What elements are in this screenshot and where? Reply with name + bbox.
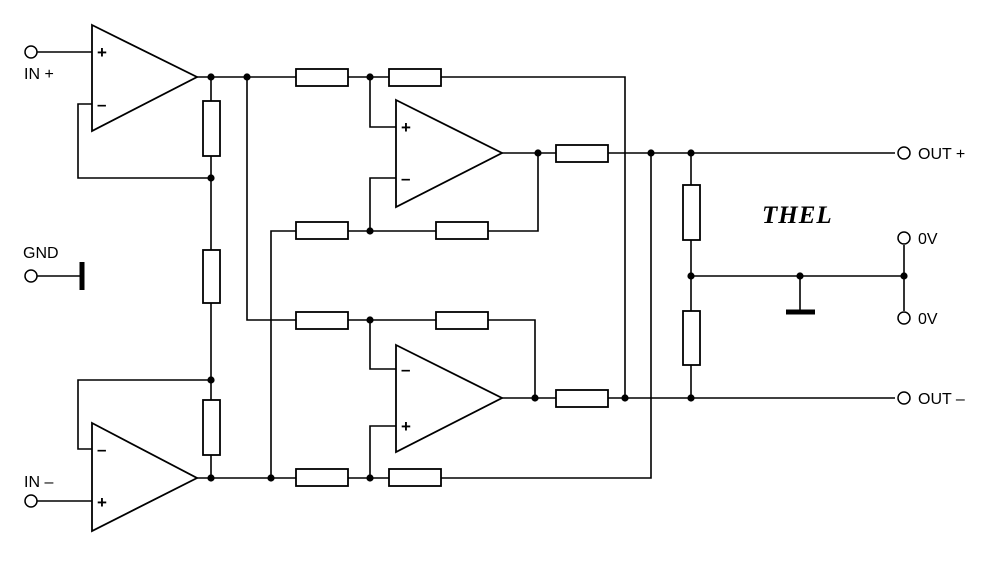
op-amps (91, 23, 504, 533)
opamp-u2 (395, 98, 504, 209)
terminal-gnd (24, 269, 38, 283)
labels: IN + GND IN – OUT + 0V 0V OUT – THEL (23, 66, 965, 491)
terminal-in-minus (24, 494, 38, 508)
resistor-r12 (202, 249, 221, 304)
terminal-out-plus (897, 146, 911, 160)
u3-minus-sign: – (401, 360, 410, 379)
terminal-in-plus (24, 45, 38, 59)
u4-minus-sign: – (97, 440, 106, 459)
junctions (207, 73, 908, 482)
opamp-signs: + – + – – + – + (97, 43, 411, 512)
resistor-r15 (682, 310, 701, 366)
resistor-r1 (295, 68, 349, 87)
label-0v-bottom: 0V (918, 311, 938, 328)
resistor-r13 (202, 399, 221, 456)
opamp-u3 (395, 343, 504, 454)
u1-plus-sign: + (97, 43, 107, 62)
label-in-plus: IN + (24, 66, 54, 83)
u2-minus-sign: – (401, 169, 410, 188)
wires (37, 51, 905, 502)
resistor-r9 (295, 468, 349, 487)
label-out-plus: OUT + (918, 146, 965, 163)
resistor-r11 (202, 100, 221, 157)
resistor-r14 (682, 184, 701, 241)
resistor-r10 (388, 468, 442, 487)
opamp-u4 (91, 421, 199, 533)
thel-logo: THEL (762, 202, 833, 229)
resistor-r2 (388, 68, 442, 87)
resistor-r3 (295, 221, 349, 240)
label-out-minus: OUT – (918, 391, 965, 408)
resistor-r4 (435, 221, 489, 240)
u2-plus-sign: + (401, 118, 411, 137)
resistors (202, 68, 701, 487)
opamp-u1 (91, 23, 199, 133)
resistor-r5 (555, 144, 609, 163)
resistor-r8 (555, 389, 609, 408)
label-gnd: GND (23, 245, 59, 262)
u4-plus-sign: + (97, 493, 107, 512)
terminal-out-minus (897, 391, 911, 405)
label-in-minus: IN – (24, 474, 53, 491)
resistor-r7 (435, 311, 489, 330)
u3-plus-sign: + (401, 417, 411, 436)
terminal-0v-bottom (897, 311, 911, 325)
terminal-0v-top (897, 231, 911, 245)
terminals (24, 45, 911, 508)
label-0v-top: 0V (918, 231, 938, 248)
resistor-r6 (295, 311, 349, 330)
u1-minus-sign: – (97, 95, 106, 114)
